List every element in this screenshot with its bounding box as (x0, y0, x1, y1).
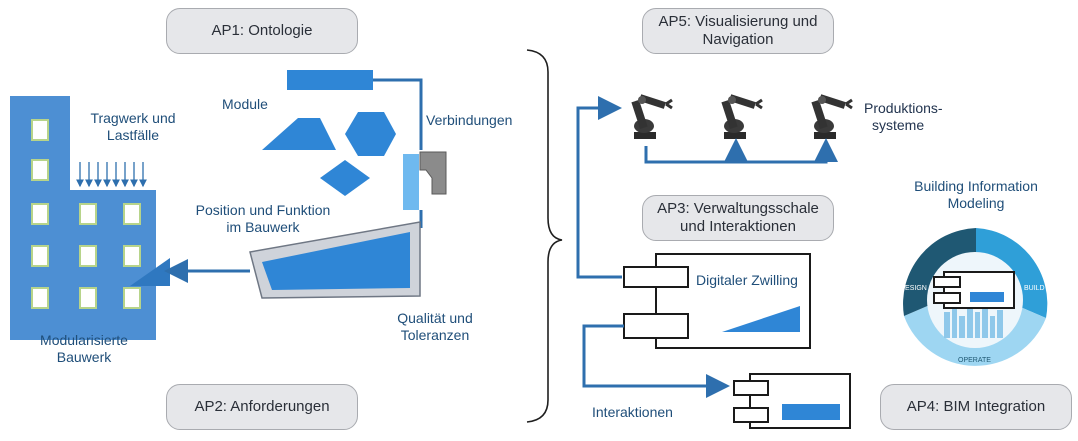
modularisiert-label: Modularisierte Bauwerk (14, 332, 154, 366)
ap3-label-line2: und Interaktionen (680, 218, 796, 235)
bim-label: Building Information Modeling (896, 178, 1056, 212)
qualitaet-label-line2: Toleranzen (400, 327, 470, 343)
bim-cycle (903, 228, 1048, 366)
position-label-line1: Position und Funktion (195, 202, 331, 218)
verbindungen-label: Verbindungen (426, 112, 513, 128)
connector-detail (403, 151, 447, 228)
connection-line (373, 78, 423, 150)
ap2-pill: AP2: Anforderungen (166, 384, 358, 430)
interaction-line (582, 324, 730, 398)
grouping-brace (526, 49, 563, 423)
load-arrows (76, 162, 147, 188)
bim-operate-label: OPERATE (958, 357, 991, 364)
position-label: Position und Funktion im Bauwerk (178, 202, 348, 236)
interaktionen-label: Interaktionen (592, 404, 673, 420)
digital-twin-box (623, 253, 811, 349)
ap5-pill: AP5: Visualisierung und Navigation (642, 8, 834, 54)
produktion-label: Produktions- systeme (864, 100, 943, 134)
bim-label-line1: Building Information (914, 178, 1038, 194)
modularisiert-label-line2: Bauwerk (56, 349, 112, 365)
ap5-label-line2: Navigation (702, 31, 774, 48)
module-label: Module (222, 96, 268, 112)
qualitaet-label: Qualität und Toleranzen (380, 310, 490, 344)
modularisiert-label-line1: Modularisierte (40, 332, 128, 348)
ap2-label: AP2: Anforderungen (194, 398, 330, 415)
module-shapes (262, 70, 396, 196)
ap4-pill: AP4: BIM Integration (880, 384, 1072, 430)
produktion-label-line2: systeme (872, 117, 925, 133)
twin-to-robots-line (576, 96, 622, 279)
produktion-label-line1: Produktions- (864, 100, 943, 116)
ap3-pill: AP3: Verwaltungsschale und Interaktionen (642, 195, 834, 241)
digitaler-zwilling-label: Digitaler Zwilling (696, 272, 798, 288)
modular-building-illustration (10, 96, 170, 340)
tolerance-wedge (249, 221, 421, 299)
tragwerk-label-line2: Lastfälle (106, 127, 160, 143)
tragwerk-label-line1: Tragwerk und (90, 110, 176, 126)
robot-connections (644, 138, 838, 164)
interaction-target-box (733, 373, 851, 429)
ap4-label: AP4: BIM Integration (906, 398, 1046, 415)
ap1-pill: AP1: Ontologie (166, 8, 358, 54)
position-label-line2: im Bauwerk (226, 219, 300, 235)
qualitaet-label-line1: Qualität und (397, 310, 473, 326)
tragwerk-label: Tragwerk und Lastfälle (78, 110, 188, 144)
ap3-label-line1: AP3: Verwaltungsschale (657, 200, 819, 217)
bim-label-line2: Modeling (947, 195, 1005, 211)
ap5-label-line1: AP5: Visualisierung und (658, 13, 818, 30)
bim-build-label: BUILD (1024, 285, 1045, 292)
robot-arms (631, 94, 853, 139)
ap1-label: AP1: Ontologie (211, 22, 313, 39)
bim-design-label: DESIGN (900, 285, 927, 292)
